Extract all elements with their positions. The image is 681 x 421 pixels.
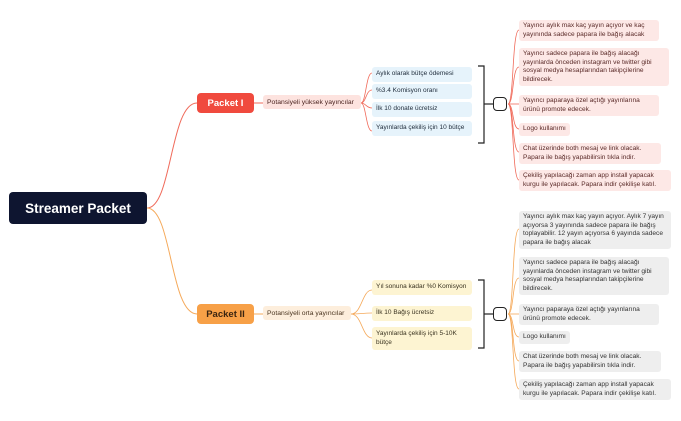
packet-2-segment[interactable]: Potansiyeli orta yayıncılar xyxy=(263,306,351,320)
packet-1-node[interactable]: Packet I xyxy=(197,93,254,113)
packet-2-note[interactable]: Chat üzerinde both mesaj ve link olacak.… xyxy=(519,351,661,373)
packet-1-feature[interactable]: %3.4 Komisyon oranı xyxy=(372,84,472,99)
summary-node-1[interactable] xyxy=(493,97,507,111)
packet-1-note[interactable]: Logo kullanımı xyxy=(519,123,570,136)
packet-2-note[interactable]: Yayıncı paparaya özel açtığı yayınlarına… xyxy=(519,304,659,326)
packet-2-feature[interactable]: İlk 10 Bağış ücretsiz xyxy=(372,306,472,321)
packet-1-segment[interactable]: Potansiyeli yüksek yayıncılar xyxy=(263,95,361,109)
summary-node-2[interactable] xyxy=(493,307,507,321)
packet-1-feature[interactable]: Aylık olarak bütçe ödemesi xyxy=(372,67,472,82)
packet-1-feature[interactable]: İlk 10 donate ücretsiz xyxy=(372,102,472,117)
packet-2-feature[interactable]: Yıl sonuna kadar %0 Komisyon xyxy=(372,280,472,295)
packet-2-note[interactable]: Yayıncı aylık max kaç yayın açıyor. Aylı… xyxy=(519,211,671,250)
packet-1-note[interactable]: Yayıncı paparaya özel açtığı yayınlarına… xyxy=(519,95,659,117)
root-node[interactable]: Streamer Packet xyxy=(9,192,147,224)
packet-1-note[interactable]: Çekiliş yapılacağı zaman app install yap… xyxy=(519,170,671,192)
packet-2-note[interactable]: Logo kullanımı xyxy=(519,331,570,344)
packet-1-feature[interactable]: Yayınlarda çekiliş için 10 bütçe xyxy=(372,121,472,136)
packet-1-note[interactable]: Yayıncı aylık max kaç yayın açıyor ve ka… xyxy=(519,20,659,42)
packet-1-note[interactable]: Chat üzerinde both mesaj ve link olacak.… xyxy=(519,143,661,165)
packet-2-note[interactable]: Çekiliş yapılacağı zaman app install yap… xyxy=(519,379,671,401)
packet-1-note[interactable]: Yayıncı sadece papara ile bağış alacağı … xyxy=(519,48,669,87)
packet-2-note[interactable]: Yayıncı sadece papara ile bağış alacağı … xyxy=(519,257,669,296)
packet-2-feature[interactable]: Yayınlarda çekiliş için 5-10K bütçe xyxy=(372,327,472,350)
packet-2-node[interactable]: Packet II xyxy=(197,304,254,324)
